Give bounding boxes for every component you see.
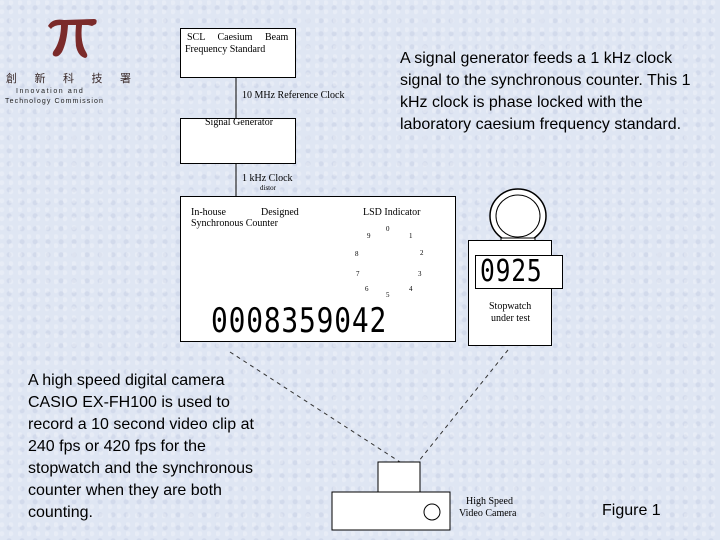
pi-logo-icon [48, 19, 97, 58]
counter-label-line2: Synchronous Counter [191, 218, 278, 229]
camera-label-line1: High Speed [466, 496, 513, 507]
logo: 創 新 科 技 署 Innovation and Technology Comm… [5, 12, 136, 112]
counter-label-line1: In-house Designed [191, 207, 299, 218]
lsd-digit-9: 9 [367, 232, 371, 240]
video-camera-icon [331, 461, 451, 531]
lsd-digit-1: 1 [409, 232, 413, 240]
logo-line2: Technology Commission [5, 98, 104, 105]
khz-clock-label: 1 kHz Clock [242, 173, 293, 184]
camera-label-line2: Video Camera [459, 508, 517, 519]
khz-clock-sublabel: distor [260, 184, 276, 192]
signal-generator-box: Signal Generator [180, 117, 296, 164]
camera-sightline-left [229, 351, 401, 463]
lsd-digit-6: 6 [365, 285, 369, 293]
stopwatch-label-line2: under test [491, 313, 531, 324]
logo-char: 新 [34, 72, 46, 85]
synchronous-counter-box: In-house Designed Synchronous Counter LS… [180, 196, 456, 342]
lsd-digit-7: 7 [356, 270, 360, 278]
ref-clock-label: 10 MHz Reference Clock [242, 90, 345, 101]
logo-char: 科 [63, 72, 74, 85]
counter-display: 0008359042 [211, 301, 388, 341]
stopwatch-box: 0925 Stopwatch under test [468, 240, 563, 346]
lsd-indicator-label: LSD Indicator [363, 207, 421, 218]
logo-char: 技 [91, 72, 103, 85]
stopwatch-display-frame: 0925 [475, 255, 563, 289]
camera-sightline-right [417, 349, 509, 463]
logo-char: 創 [6, 72, 17, 85]
logo-line1: Innovation and [16, 88, 85, 95]
stopwatch-display: 0925 [480, 254, 543, 289]
logo-char: 署 [120, 72, 131, 85]
lsd-digit-2: 2 [420, 249, 424, 257]
lsd-digit-3: 3 [418, 270, 422, 278]
caesium-standard-box: SCL Caesium Beam Frequency Standard [180, 28, 296, 78]
logo-chinese-chars: 創 新 科 技 署 [6, 70, 131, 86]
signal-description: A signal generator feeds a 1 kHz clock s… [400, 50, 691, 133]
lsd-digit-8: 8 [355, 250, 359, 258]
figure-label: Figure 1 [602, 502, 661, 519]
caesium-standard-line2: Frequency Standard [185, 44, 266, 55]
caesium-standard-line1: SCL Caesium Beam [187, 32, 289, 43]
camera-description: A high speed digital camera CASIO EX-FH1… [28, 372, 254, 521]
signal-generator-label: Signal Generator [205, 117, 274, 128]
lsd-digit-5: 5 [386, 291, 390, 299]
lsd-digit-0: 0 [386, 225, 390, 233]
stopwatch-label-line1: Stopwatch [489, 301, 532, 312]
lsd-digit-4: 4 [409, 285, 413, 293]
